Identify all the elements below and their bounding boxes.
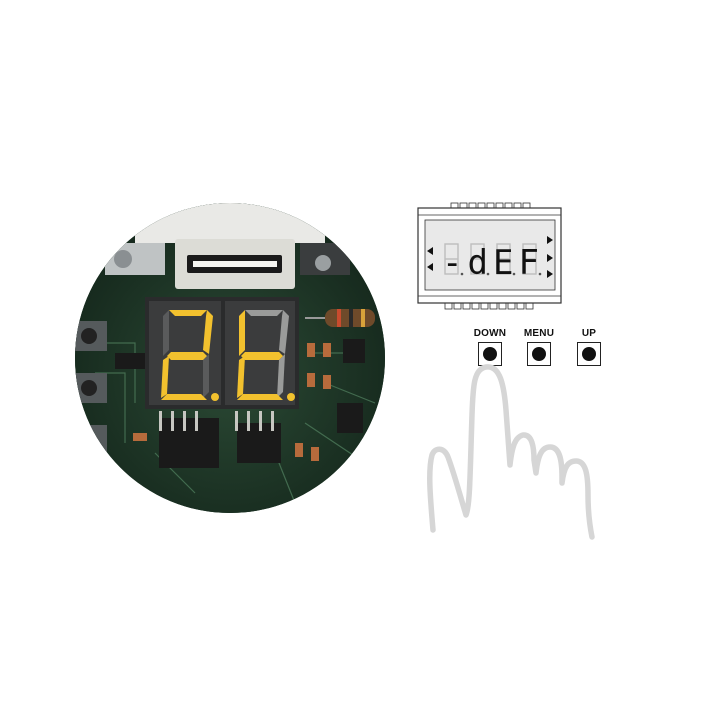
seven-segment-digit-2 bbox=[237, 310, 295, 401]
left-arrow-indicator bbox=[427, 247, 433, 255]
down-button[interactable] bbox=[478, 342, 502, 366]
right-arrow-indicator bbox=[547, 236, 553, 244]
left-arrow-indicator bbox=[427, 263, 433, 271]
up-label: UP bbox=[581, 328, 597, 339]
up-button[interactable] bbox=[577, 342, 601, 366]
seven-segment-digit-1 bbox=[161, 310, 219, 401]
down-label: DOWN bbox=[473, 328, 507, 339]
menu-button[interactable] bbox=[527, 342, 551, 366]
pointing-hand-icon bbox=[420, 355, 620, 540]
tact-switches bbox=[75, 321, 107, 455]
pcb-board-image bbox=[75, 203, 385, 513]
button-dot-icon bbox=[483, 347, 497, 361]
lcd-drawing: -dEF bbox=[417, 202, 562, 310]
lcd-module: -dEF bbox=[417, 200, 562, 312]
menu-label: MENU bbox=[523, 328, 555, 339]
button-dot-icon bbox=[532, 347, 546, 361]
resistor bbox=[305, 309, 375, 327]
lcd-glass bbox=[424, 219, 556, 291]
right-arrow-indicator bbox=[547, 254, 553, 262]
pcb-photo bbox=[75, 203, 385, 513]
lcd-reading: -dEF bbox=[442, 243, 544, 283]
button-dot-icon bbox=[582, 347, 596, 361]
right-arrow-indicator bbox=[547, 270, 553, 278]
